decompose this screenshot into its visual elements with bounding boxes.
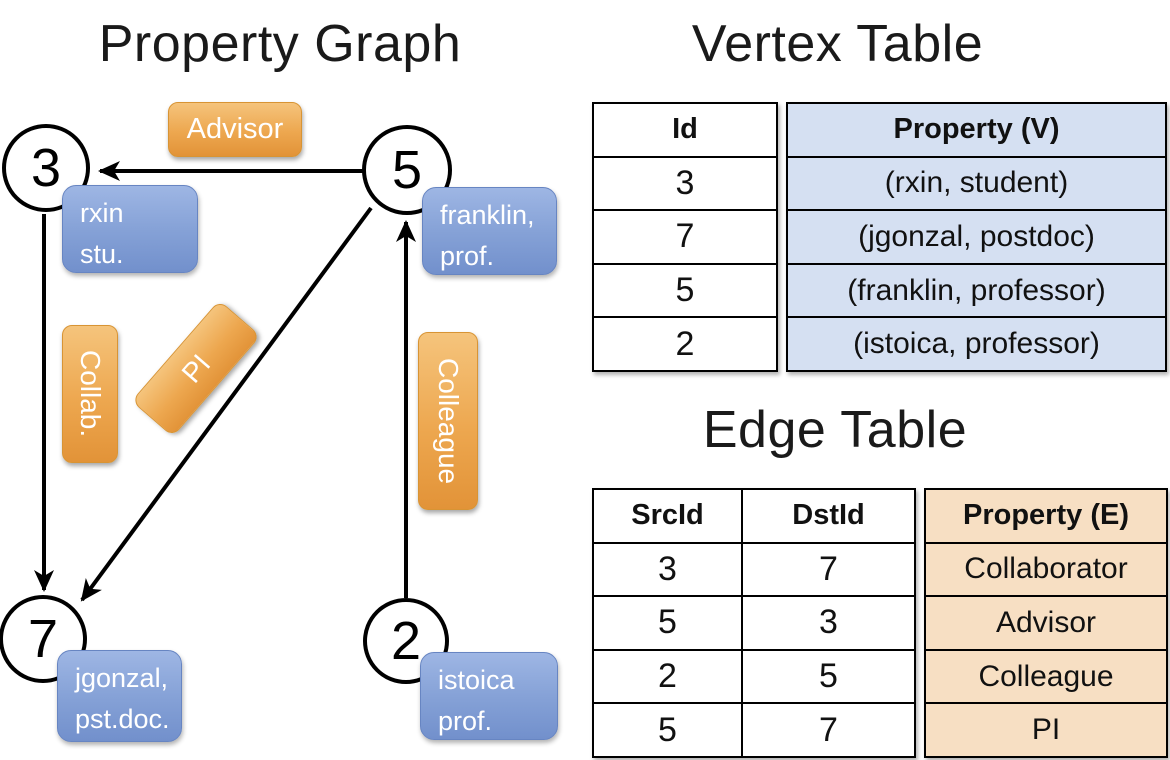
vertex-label-franklin: franklin, prof.: [422, 187, 557, 275]
edge-srcid-header: SrcId: [594, 490, 743, 542]
vertex-label-rxin: rxin stu.: [62, 185, 198, 273]
vertex-label-istoica: istoica prof.: [420, 652, 558, 740]
edge-label-collab: Collab.: [62, 325, 118, 463]
table-cell: 7: [819, 549, 838, 588]
vertex-id-header: Id: [594, 104, 776, 158]
vertex-table-property-column: Property (V) (rxin, student) (jgonzal, p…: [786, 102, 1167, 372]
vertex-label-line: prof.: [438, 706, 493, 736]
table-cell: (franklin, professor): [788, 265, 1165, 319]
edge-label-colleague: Colleague: [418, 332, 478, 510]
table-row: 5 7: [594, 704, 914, 756]
table-cell: Advisor: [926, 597, 1166, 651]
table-cell: 3: [819, 603, 838, 642]
vertex-label-line: rxin: [80, 198, 124, 228]
table-cell: (rxin, student): [788, 158, 1165, 212]
table-cell: (jgonzal, postdoc): [788, 211, 1165, 265]
table-cell: Colleague: [926, 651, 1166, 705]
table-cell: 7: [594, 211, 776, 265]
table-cell: 5: [594, 704, 743, 756]
table-cell: 5: [594, 265, 776, 319]
table-cell: (istoica, professor): [853, 327, 1100, 361]
table-row: SrcId DstId: [594, 490, 914, 544]
vertex-label-jgonzal: jgonzal, pst.doc.: [57, 650, 182, 742]
vertex-table-id-column: Id 3 7 5 2: [592, 102, 778, 372]
edge-table-id-columns: SrcId DstId 3 7 5 3 2 5 5 7: [592, 488, 916, 758]
edge-property-header: Property (E): [926, 490, 1166, 544]
vertex-label-line: jgonzal,: [75, 663, 169, 693]
vertex-table-title: Vertex Table: [691, 15, 984, 73]
node-id-label: 5: [391, 140, 423, 200]
edge-pi-line: [80, 206, 373, 602]
table-cell: 3: [594, 158, 776, 212]
edge-dstid-header: DstId: [792, 499, 865, 532]
edge-table-title: Edge Table: [702, 401, 968, 459]
vertex-label-line: stu.: [80, 239, 124, 269]
vertex-label-line: franklin,: [440, 200, 535, 230]
graph-node-2: 2: [363, 598, 449, 684]
vertex-label-line: istoica: [438, 665, 515, 695]
table-cell: 2: [675, 324, 695, 363]
node-id-label: 7: [27, 609, 59, 669]
node-id-label: 2: [390, 611, 422, 671]
edge-table-property-column: Property (E) Collaborator Advisor Collea…: [924, 488, 1168, 758]
table-cell: 2: [594, 650, 743, 703]
node-id-label: 3: [30, 138, 62, 198]
table-row: 5 3: [594, 597, 914, 651]
table-cell: 3: [594, 543, 743, 596]
graph-node-5: 5: [362, 125, 452, 215]
table-cell: 5: [594, 597, 743, 649]
vertex-label-line: pst.doc.: [75, 704, 170, 734]
graph-edges-layer: [34, 161, 416, 602]
table-cell: Collaborator: [926, 544, 1166, 598]
edge-label-advisor: Advisor: [168, 102, 302, 157]
table-cell: PI: [1031, 713, 1061, 747]
property-graph-title: Property Graph: [98, 15, 462, 73]
table-cell: 5: [819, 657, 838, 696]
vertex-property-header: Property (V): [788, 104, 1165, 158]
table-row: 2 5: [594, 650, 914, 705]
table-row: 3 7: [594, 543, 914, 598]
table-cell: 7: [819, 710, 838, 749]
vertex-label-line: prof.: [440, 241, 495, 271]
